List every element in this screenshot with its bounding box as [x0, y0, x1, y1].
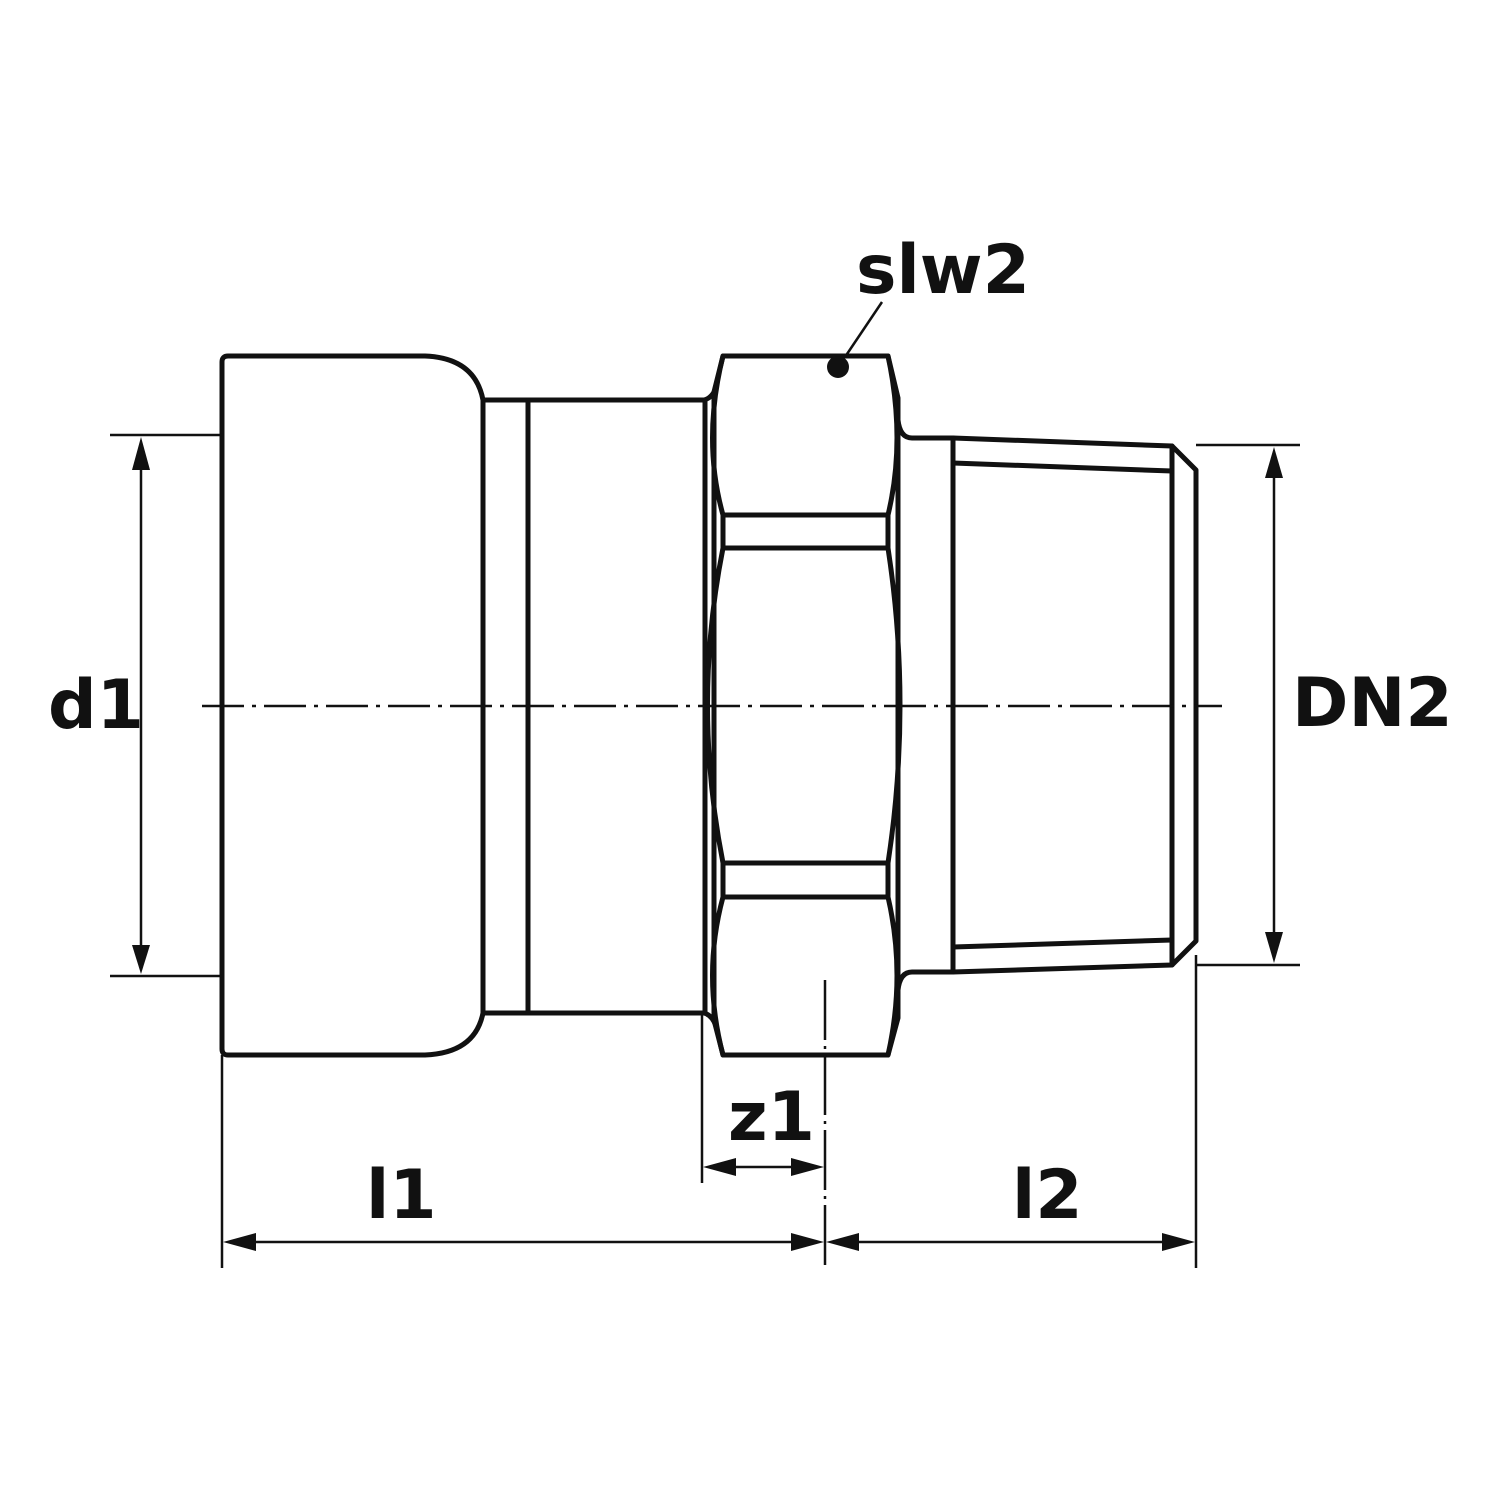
l1-label: l1 [366, 1156, 437, 1235]
dn2-label: DN2 [1292, 664, 1453, 743]
slw2-marker-dot [827, 356, 849, 378]
l2-dimension [826, 1233, 1195, 1251]
d1-label: d1 [48, 666, 144, 745]
z1-label: z1 [728, 1078, 815, 1157]
d1-dimension [110, 433, 222, 978]
slw2-label: slw2 [856, 231, 1030, 310]
hex-nut [705, 301, 903, 1058]
l1-dimension [223, 1233, 824, 1251]
slw2-leader-line [843, 301, 884, 358]
l2-label: l2 [1012, 1156, 1083, 1235]
dn2-dimension [1196, 443, 1300, 967]
z1-dimension [703, 1158, 824, 1176]
